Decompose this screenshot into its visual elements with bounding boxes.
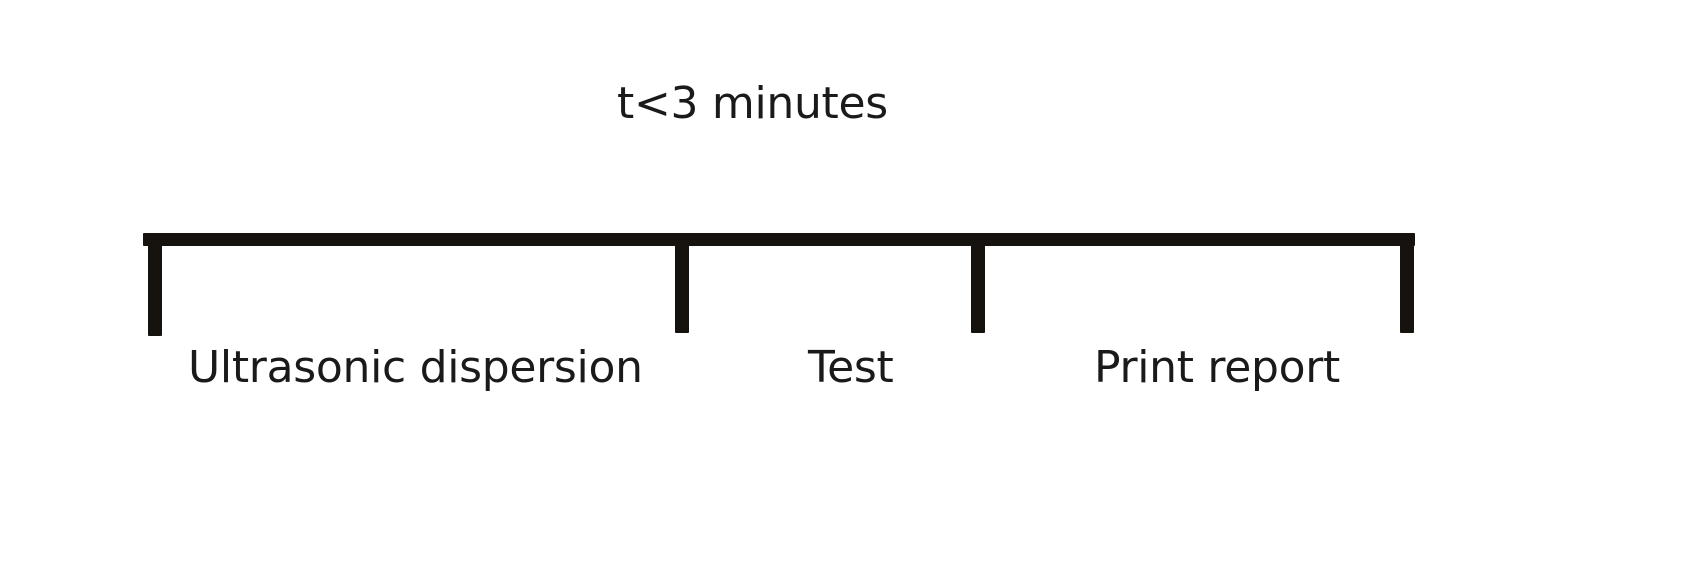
timeline-tick-after-dispersion <box>675 233 689 333</box>
stage-label-print-report: Print report <box>1094 342 1340 393</box>
timeline-bar <box>143 233 1415 246</box>
timeline-tick-after-test <box>971 233 985 333</box>
stage-label-ultrasonic-dispersion: Ultrasonic dispersion <box>188 342 643 393</box>
timeline-tick-end <box>1400 233 1414 333</box>
total-duration-label: t<3 minutes <box>617 78 888 129</box>
timeline-tick-start <box>148 233 162 336</box>
stage-label-test: Test <box>808 342 894 393</box>
